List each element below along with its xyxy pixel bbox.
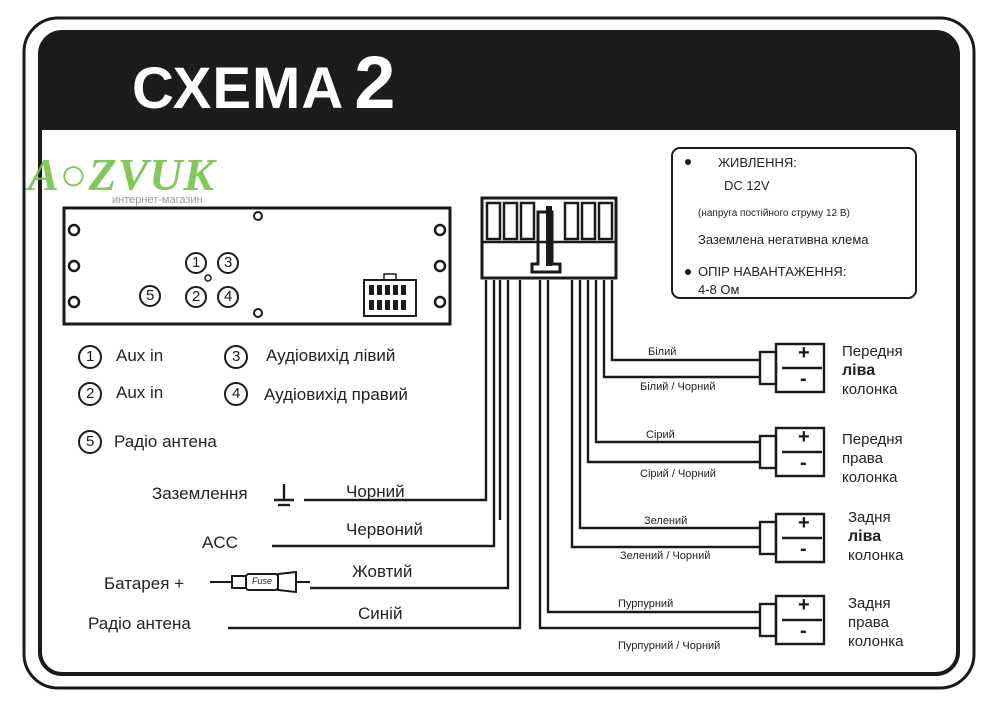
speaker-4-plus-wire: Пурпурний [618,598,674,610]
info-box [671,147,917,299]
title-text: СХЕМА [132,56,345,121]
plug-2-plus: + [798,426,810,448]
watermark-logo: A○ZVUK [28,149,216,200]
legend-num-4: 4 [232,385,241,402]
speaker-3-plus-wire: Зелений [644,515,688,527]
speaker-1-line3: колонка [842,381,898,398]
speaker-1-plus-wire: Білий [648,346,677,358]
legend-circles [78,345,248,454]
speaker-3-line2: ліва [848,528,882,545]
speaker-2-line1: Передня [842,431,903,448]
unit-port-2: 2 [192,288,201,305]
outer-frame [22,16,976,690]
speaker-3-minus-wire: Зелений / Чорний [620,550,711,562]
legend-num-2: 2 [86,385,95,402]
wire-target-ground: Заземлення [152,484,248,503]
info-ground: Заземлена негативна клема [698,232,869,247]
plug-4-minus: - [800,620,807,642]
legend-label-3: Аудіовихід лівий [266,346,396,365]
wire-color-yellow: Жовтий [352,562,413,581]
info-power-value: DC 12V [724,178,770,193]
legend-label-2: Aux in [116,383,164,402]
speaker-4-line2: права [848,614,889,631]
wire-target-battery: Батарея + [104,574,185,593]
info-bullet-load [685,269,691,275]
speaker-4-minus-wire: Пурпурний / Чорний [618,640,721,652]
unit-port-5: 5 [146,287,155,304]
speaker-2-line3: колонка [842,469,898,486]
speaker-4-line3: колонка [848,633,904,650]
speaker-1-line1: Передня [842,343,903,360]
info-load-title: ОПІР НАВАНТАЖЕННЯ: [698,264,847,279]
legend-num-3: 3 [232,348,241,365]
watermark-subtitle: интернет-магазин [112,194,203,206]
speaker-3-line3: колонка [848,547,904,564]
iso-connector-socket [363,273,417,317]
wire-target-acc: ACC [202,533,238,552]
plug-1-plus: + [798,342,810,364]
speaker-1-line2: ліва [842,362,876,379]
wire-color-blue: Синій [358,604,403,623]
info-load-value: 4-8 Ом [698,282,740,297]
legend-label-4: Аудіовихід правий [264,385,408,404]
unit-port-circles [139,252,239,308]
title-number: 2 [354,41,397,124]
header-band [40,32,958,130]
wire-target-antenna: Радіо антена [88,614,191,633]
info-power-note: (напруга постійного струму 12 В) [698,208,850,219]
legend-num-1: 1 [86,348,95,365]
harness-connector [480,196,618,280]
wires [228,280,760,630]
legend-label-1: Aux in [116,346,164,365]
plug-2-minus: - [800,452,807,474]
plug-1-minus: - [800,368,807,390]
speaker-1-label: Передня ліва колонка [842,342,903,399]
speaker-2-line2: права [842,450,883,467]
info-power-title: ЖИВЛЕННЯ: [718,155,797,170]
fuse-label: Fuse [252,576,273,586]
plug-3-plus: + [798,512,810,534]
speaker-4-line1: Задня [848,595,891,612]
speaker-4-label: Задня права колонка [848,594,904,651]
ground-symbol [274,484,294,507]
unit-port-3: 3 [224,254,233,271]
plug-4-plus: + [798,594,810,616]
speaker-2-minus-wire: Сірий / Чорний [640,468,716,480]
speaker-2-plus-wire: Сірий [646,429,675,441]
speaker-3-line1: Задня [848,509,891,526]
fuse-holder [210,570,310,594]
speaker-plug-3 [758,512,826,564]
speaker-3-label: Задня ліва колонка [848,508,904,565]
wire-color-red: Червоний [346,520,423,539]
speaker-2-label: Передня права колонка [842,430,903,487]
unit-port-1: 1 [192,254,201,271]
speaker-plug-2 [758,426,826,478]
head-unit-rear-panel [62,206,452,326]
legend-label-5: Радіо антена [114,432,217,451]
legend-num-5: 5 [86,433,95,450]
speaker-1-minus-wire: Білий / Чорний [640,381,716,393]
unit-port-4: 4 [224,288,233,305]
info-bullet-power [685,159,691,165]
wire-color-black: Чорний [346,482,405,501]
speaker-plug-4 [758,594,826,646]
plug-3-minus: - [800,538,807,560]
speaker-plugs [758,342,826,646]
speaker-plug-1 [758,342,826,394]
